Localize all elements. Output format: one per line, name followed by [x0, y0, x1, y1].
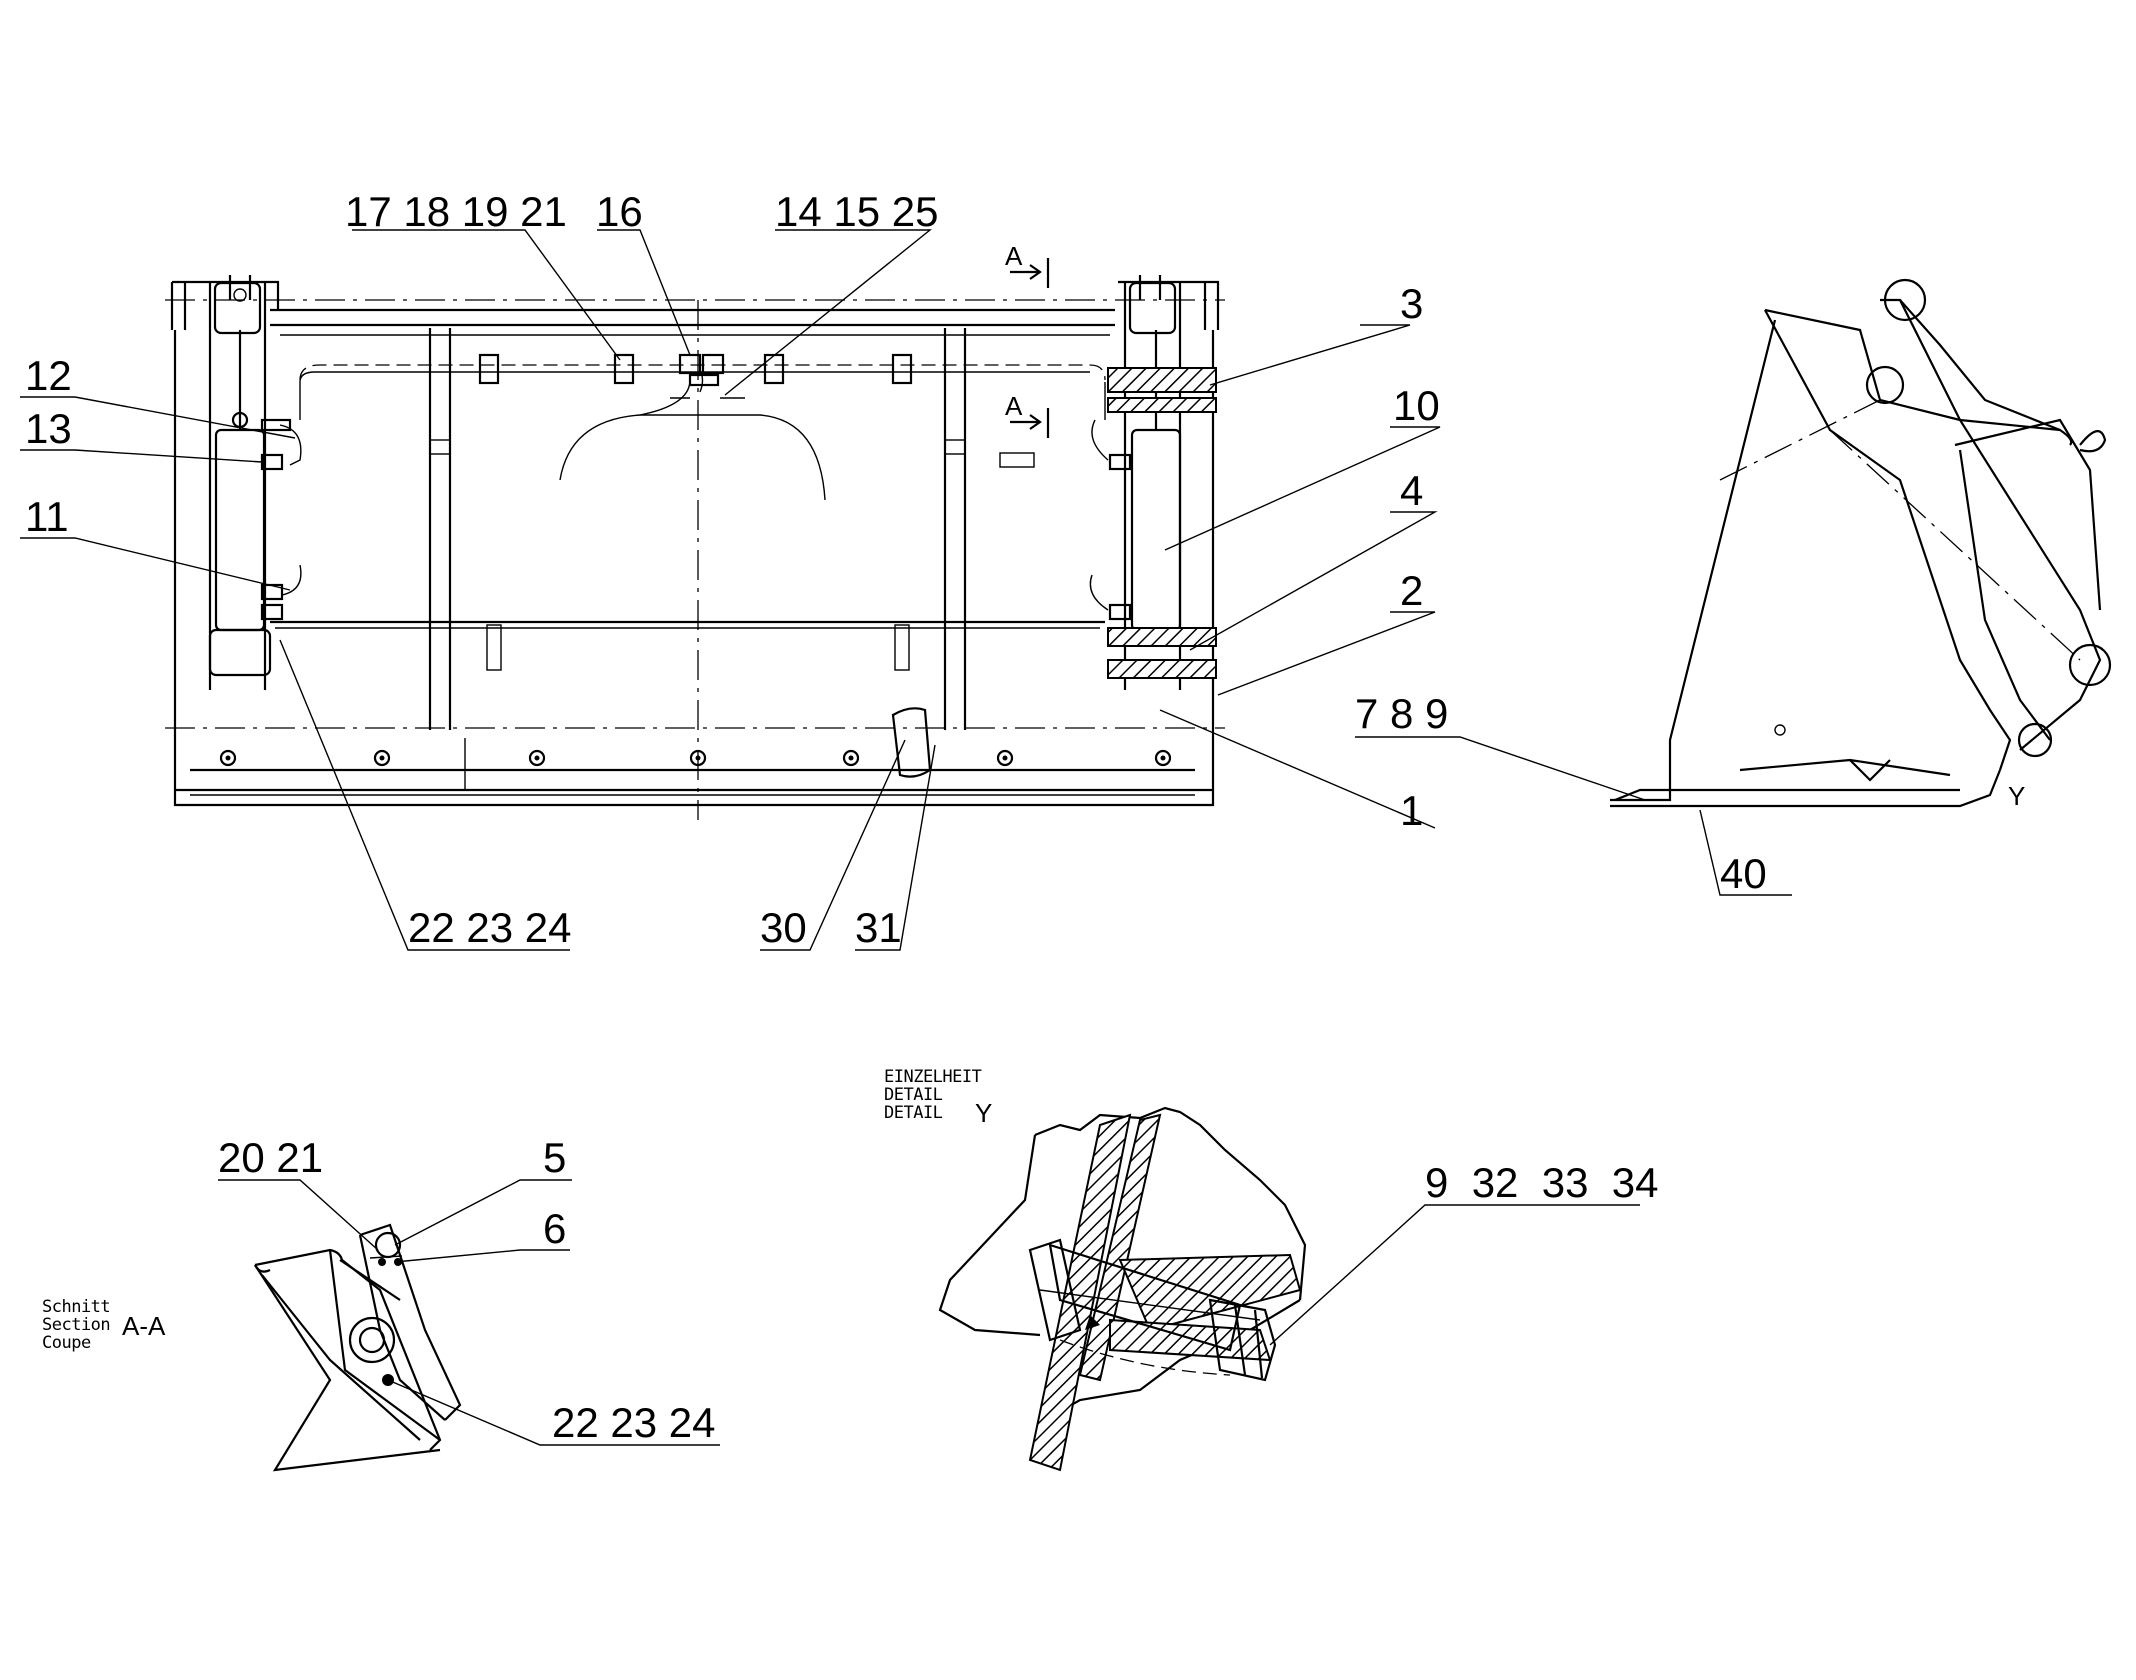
label-22-23-24-front: 22 23 24 [408, 904, 572, 951]
hose-clamps [478, 353, 913, 385]
label-6: 6 [543, 1205, 566, 1252]
label-7-8-9: 7 8 9 [1355, 690, 1448, 737]
label-30: 30 [760, 904, 807, 951]
label-16: 16 [596, 188, 643, 235]
label-12: 12 [25, 352, 72, 399]
label-4: 4 [1400, 467, 1423, 514]
label-2: 2 [1400, 567, 1423, 614]
caption-section: Section [42, 1315, 110, 1335]
side-view: Y [1610, 278, 2112, 811]
detail-y [938, 1106, 1307, 1472]
label-3: 3 [1400, 280, 1423, 327]
section-mark-a-mid: A [1005, 391, 1023, 421]
caption-section-id: A-A [122, 1311, 166, 1341]
caption-detail-2: DETAIL [884, 1103, 943, 1123]
front-view [165, 258, 1225, 820]
caption-coupe: Coupe [42, 1333, 91, 1353]
leader-lines [20, 229, 1792, 1446]
label-20-21: 20 21 [218, 1134, 323, 1181]
caption-schnitt: Schnitt [42, 1297, 110, 1317]
label-31: 31 [855, 904, 902, 951]
bolt-row [219, 749, 1172, 767]
section-mark-a-top: A [1005, 241, 1023, 271]
label-17-18-19-21: 17 18 19 21 [345, 188, 567, 235]
label-10: 10 [1393, 382, 1440, 429]
label-14-15-25: 14 15 25 [775, 188, 939, 235]
label-9-32-33-34: 9 32 33 34 [1425, 1159, 1659, 1206]
caption-detail-1: DETAIL [884, 1085, 943, 1105]
caption-detail-id: Y [975, 1098, 992, 1128]
label-40: 40 [1720, 850, 1767, 897]
detail-caption: EINZELHEIT DETAIL DETAIL Y [884, 1067, 992, 1128]
label-1: 1 [1400, 787, 1423, 834]
label-5: 5 [543, 1134, 566, 1181]
section-a-a [254, 1223, 462, 1472]
label-11: 11 [25, 493, 69, 540]
caption-einzelheit: EINZELHEIT [884, 1067, 982, 1087]
label-13: 13 [25, 405, 72, 452]
label-y: Y [2008, 781, 2025, 811]
part-labels: 17 18 19 21 16 14 15 25 3 10 4 2 1 7 8 9… [25, 188, 1767, 1446]
section-caption: Schnitt Section Coupe A-A [42, 1297, 166, 1353]
label-22-23-24-section: 22 23 24 [552, 1399, 716, 1446]
